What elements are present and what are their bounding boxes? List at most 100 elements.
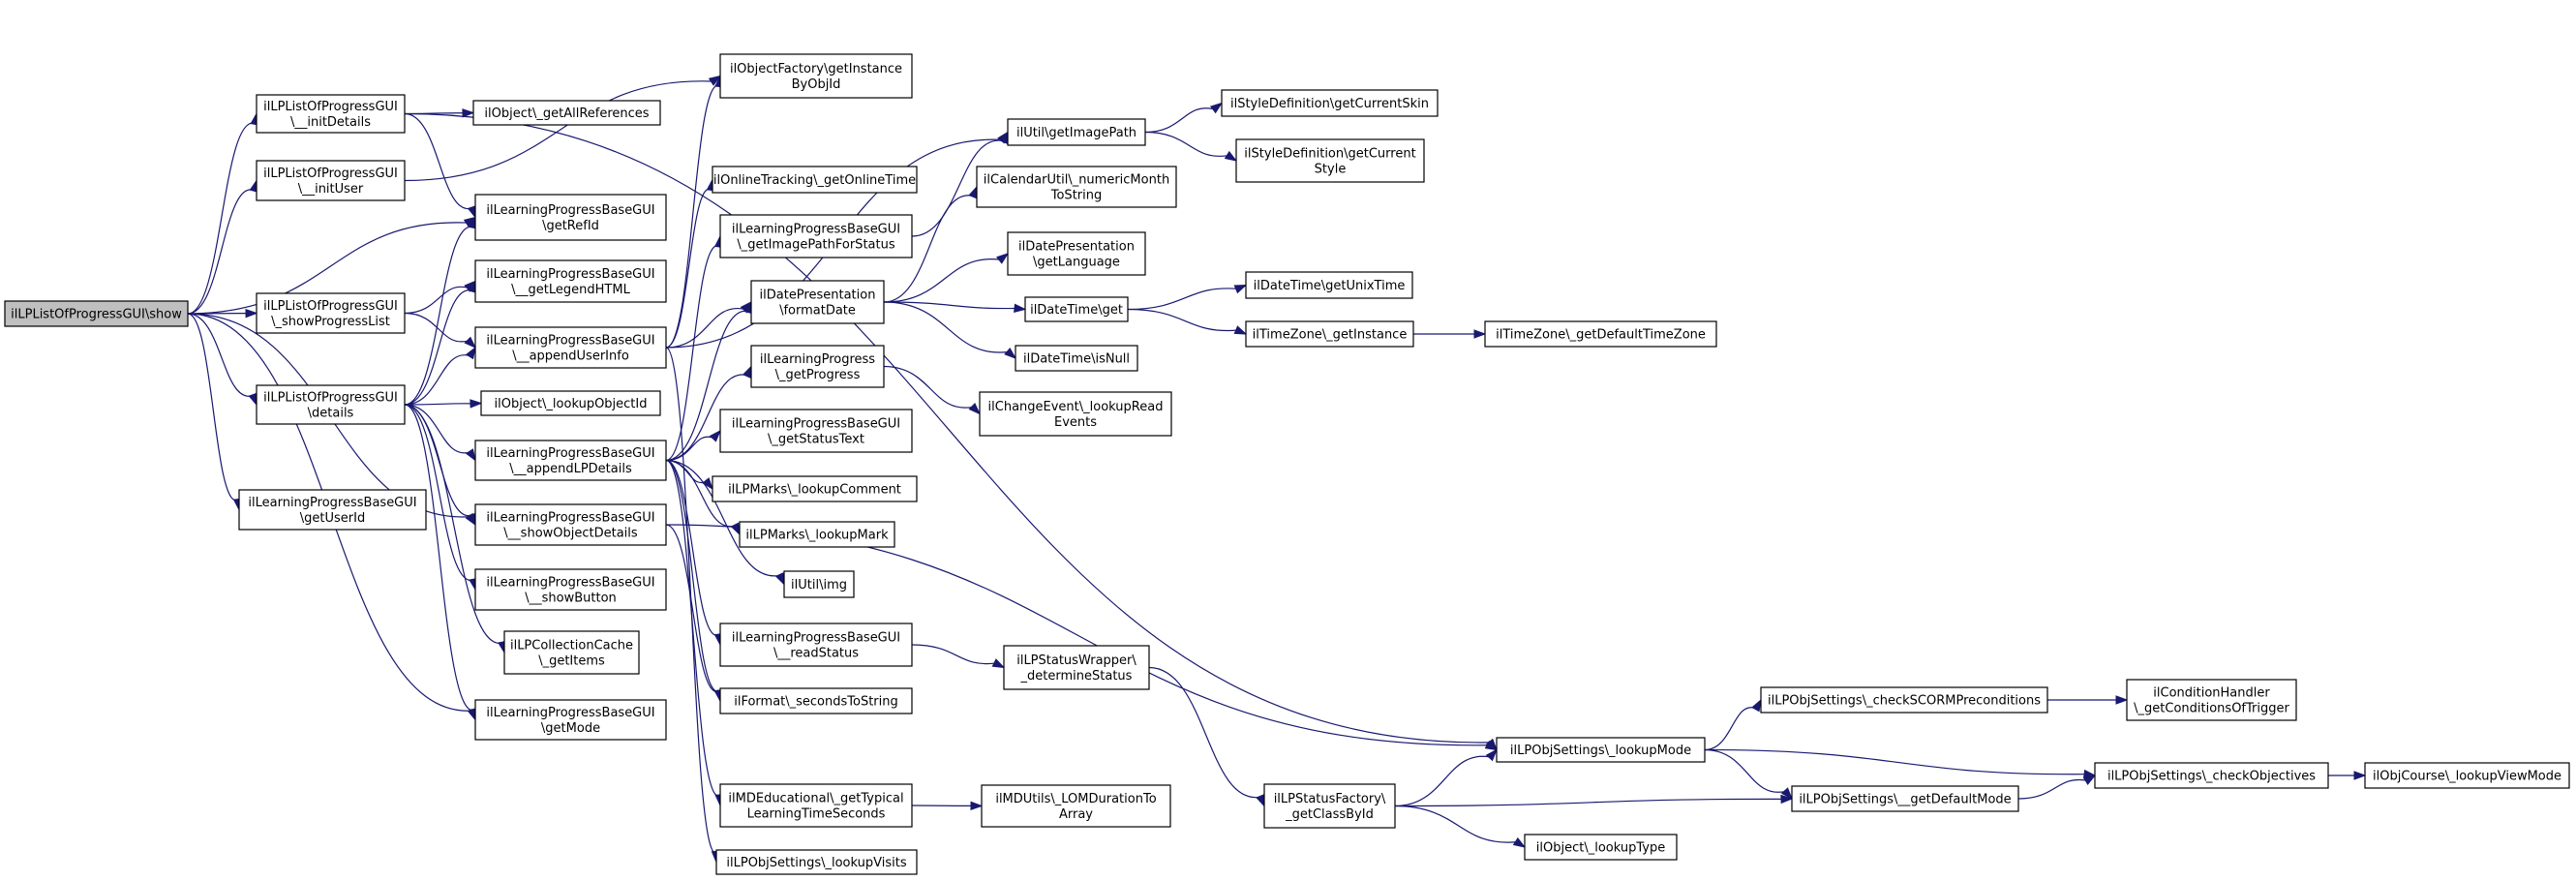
edge-formatDate-to-isNull [883,301,1017,359]
node-getClassById[interactable]: ilLPStatusFactory\_getClassById [1263,783,1396,829]
node-label-line: ilDateTime\get [1030,303,1123,318]
node-showButton[interactable]: ilLearningProgressBaseGUI\__showButton [474,568,667,611]
arrowhead [248,392,258,407]
node-box [474,503,667,546]
node-getMode[interactable]: ilLearningProgressBaseGUI\getMode [474,699,667,741]
edge-line [665,311,749,462]
node-lookupObjectId[interactable]: ilObject\_lookupObjectId [480,390,661,416]
node-label-line: \getUserId [300,511,365,526]
edge-lookupMode-to-getDefaultMode [1704,748,1793,801]
node-getUserId[interactable]: ilLearningProgressBaseGUI\getUserId [238,489,427,531]
node-getUnixTime[interactable]: ilDateTime\getUnixTime [1245,271,1413,299]
node-label-line: \getLanguage [1033,256,1120,270]
node-label-line: ilObjCourse\_lookupViewMode [2373,770,2561,784]
node-label-line: ilLearningProgressBaseGUI [486,511,654,526]
node-lookupMark[interactable]: ilLPMarks\_lookupMark [739,521,895,548]
node-appendLPDetails[interactable]: ilLearningProgressBaseGUI\__appendLPDeta… [474,440,667,481]
node-getImagePathForStatus[interactable]: ilLearningProgressBaseGUI\_getImagePathF… [719,214,913,258]
node-readStatus[interactable]: ilLearningProgressBaseGUI\__readStatus [719,623,913,667]
node-initUser[interactable]: ilLPListOfProgressGUI\__initUser [256,160,406,201]
edge-line [883,365,973,409]
edge-line [404,80,712,182]
edge-line [404,112,1491,744]
node-label-line: ToString [1050,189,1102,203]
arrowhead [1004,347,1017,359]
node-label-line: ilObjectFactory\getInstance [730,62,902,76]
node-lookupViewMode[interactable]: ilObjCourse\_lookupViewMode [2364,762,2570,789]
node-getDefaultTimeZone[interactable]: ilTimeZone\_getDefaultTimeZone [1484,320,1717,348]
node-initDetails[interactable]: ilLPListOfProgressGUI\__initDetails [256,94,406,134]
node-checkSCORMPreconditions[interactable]: ilLPObjSettings\_checkSCORMPreconditions [1760,686,2048,714]
node-lookupVisits[interactable]: ilLPObjSettings\_lookupVisits [715,849,918,875]
edge-line [665,524,719,692]
node-label-line: ilStyleDefinition\getCurrentSkin [1230,97,1429,111]
node-getStatusText[interactable]: ilLearningProgressBaseGUI\_getStatusText [719,409,913,453]
node-label-line: \_getConditionsOfTrigger [2134,702,2289,716]
node-lookupComment[interactable]: ilLPMarks\_lookupComment [712,475,918,502]
node-box [256,292,406,334]
edge-getClassById-to-lookupType [1394,805,1527,848]
edge-initUser-to-getInstanceByObjId [404,75,722,182]
node-determineStatus[interactable]: ilLPStatusWrapper\_determineStatus [1003,645,1150,690]
node-label-line: ilLPListOfProgressGUI [263,391,398,406]
node-box [238,489,427,531]
node-appendUserInfo[interactable]: ilLearningProgressBaseGUI\__appendUserIn… [474,326,667,369]
node-getDefaultMode[interactable]: ilLPObjSettings\__getDefaultMode [1791,785,2019,812]
node-lookupMode[interactable]: ilLPObjSettings\_lookupMode [1496,737,1706,763]
arrowhead [2115,695,2129,705]
node-img[interactable]: ilUtil\img [783,570,855,598]
node-label-line: ilLPObjSettings\_lookupMode [1510,744,1691,758]
node-show[interactable]: ilLPListOfProgressGUI\show [4,300,189,327]
node-box [474,440,667,481]
edge-line [1394,755,1491,807]
node-getRefId[interactable]: ilLearningProgressBaseGUI\getRefId [474,194,667,241]
node-lookupType[interactable]: ilObject\_lookupType [1524,834,1678,861]
node-getAllReferences[interactable]: ilObject\_getAllReferences [472,100,661,126]
edge-line [187,189,255,315]
node-secondsToString[interactable]: ilFormat\_secondsToString [719,687,913,714]
edge-line [665,436,714,462]
edge-line [1127,308,1237,332]
node-label-line: \_getStatusText [768,433,864,447]
node-dateTimeGet[interactable]: ilDateTime\get [1024,296,1129,322]
edge-show-to-initUser [187,179,258,315]
node-showObjectDetails[interactable]: ilLearningProgressBaseGUI\__showObjectDe… [474,503,667,546]
node-getCurrentSkin[interactable]: ilStyleDefinition\getCurrentSkin [1221,89,1439,117]
node-label-line: ilLPMarks\_lookupComment [728,483,901,498]
node-box [1496,737,1706,763]
node-label-line: ilLearningProgressBaseGUI [486,706,654,720]
node-getLanguage[interactable]: ilDatePresentation\getLanguage [1007,231,1146,276]
arrowhead [970,801,984,811]
node-getImagePath[interactable]: ilUtil\getImagePath [1007,118,1146,146]
edge-line [404,403,472,406]
edge-line [1704,748,2086,775]
node-showProgressList[interactable]: ilLPListOfProgressGUI\_showProgressList [256,292,406,334]
node-label-line: Events [1054,415,1097,430]
arrowhead [708,75,722,86]
node-getTypicalLearningTimeSeconds[interactable]: ilMDEducational\_getTypicalLearningTimeS… [719,783,913,828]
node-details[interactable]: ilLPListOfProgressGUI\details [256,384,406,425]
node-formatDate[interactable]: ilDatePresentation\formatDate [750,280,885,324]
edge-getDefaultMode-to-checkObjectives [2017,775,2097,800]
node-label-line: ilLPStatusWrapper\ [1016,653,1136,668]
node-getLegendHTML[interactable]: ilLearningProgressBaseGUI\__getLegendHTM… [474,259,667,303]
node-box [256,384,406,425]
node-getOnlineTime[interactable]: ilOnlineTracking\_getOnlineTime [712,166,918,194]
node-label-line: Style [1315,163,1347,177]
node-isNull[interactable]: ilDateTime\isNull [1015,345,1138,372]
node-collectionGetItems[interactable]: ilLPCollectionCache\_getItems [503,630,640,675]
node-getConditionsOfTrigger[interactable]: ilConditionHandler\_getConditionsOfTrigg… [2126,679,2297,721]
node-checkObjectives[interactable]: ilLPObjSettings\_checkObjectives [2094,762,2329,789]
node-box [719,53,913,99]
node-box [474,259,667,303]
node-label-line: ilDateTime\isNull [1023,352,1130,367]
node-tzGetInstance[interactable]: ilTimeZone\_getInstance [1245,320,1414,348]
arrowhead [1780,787,1793,801]
node-label-line: ilLPObjSettings\_checkObjectives [2107,770,2316,784]
node-getProgress[interactable]: ilLearningProgress\_getProgress [750,345,885,388]
